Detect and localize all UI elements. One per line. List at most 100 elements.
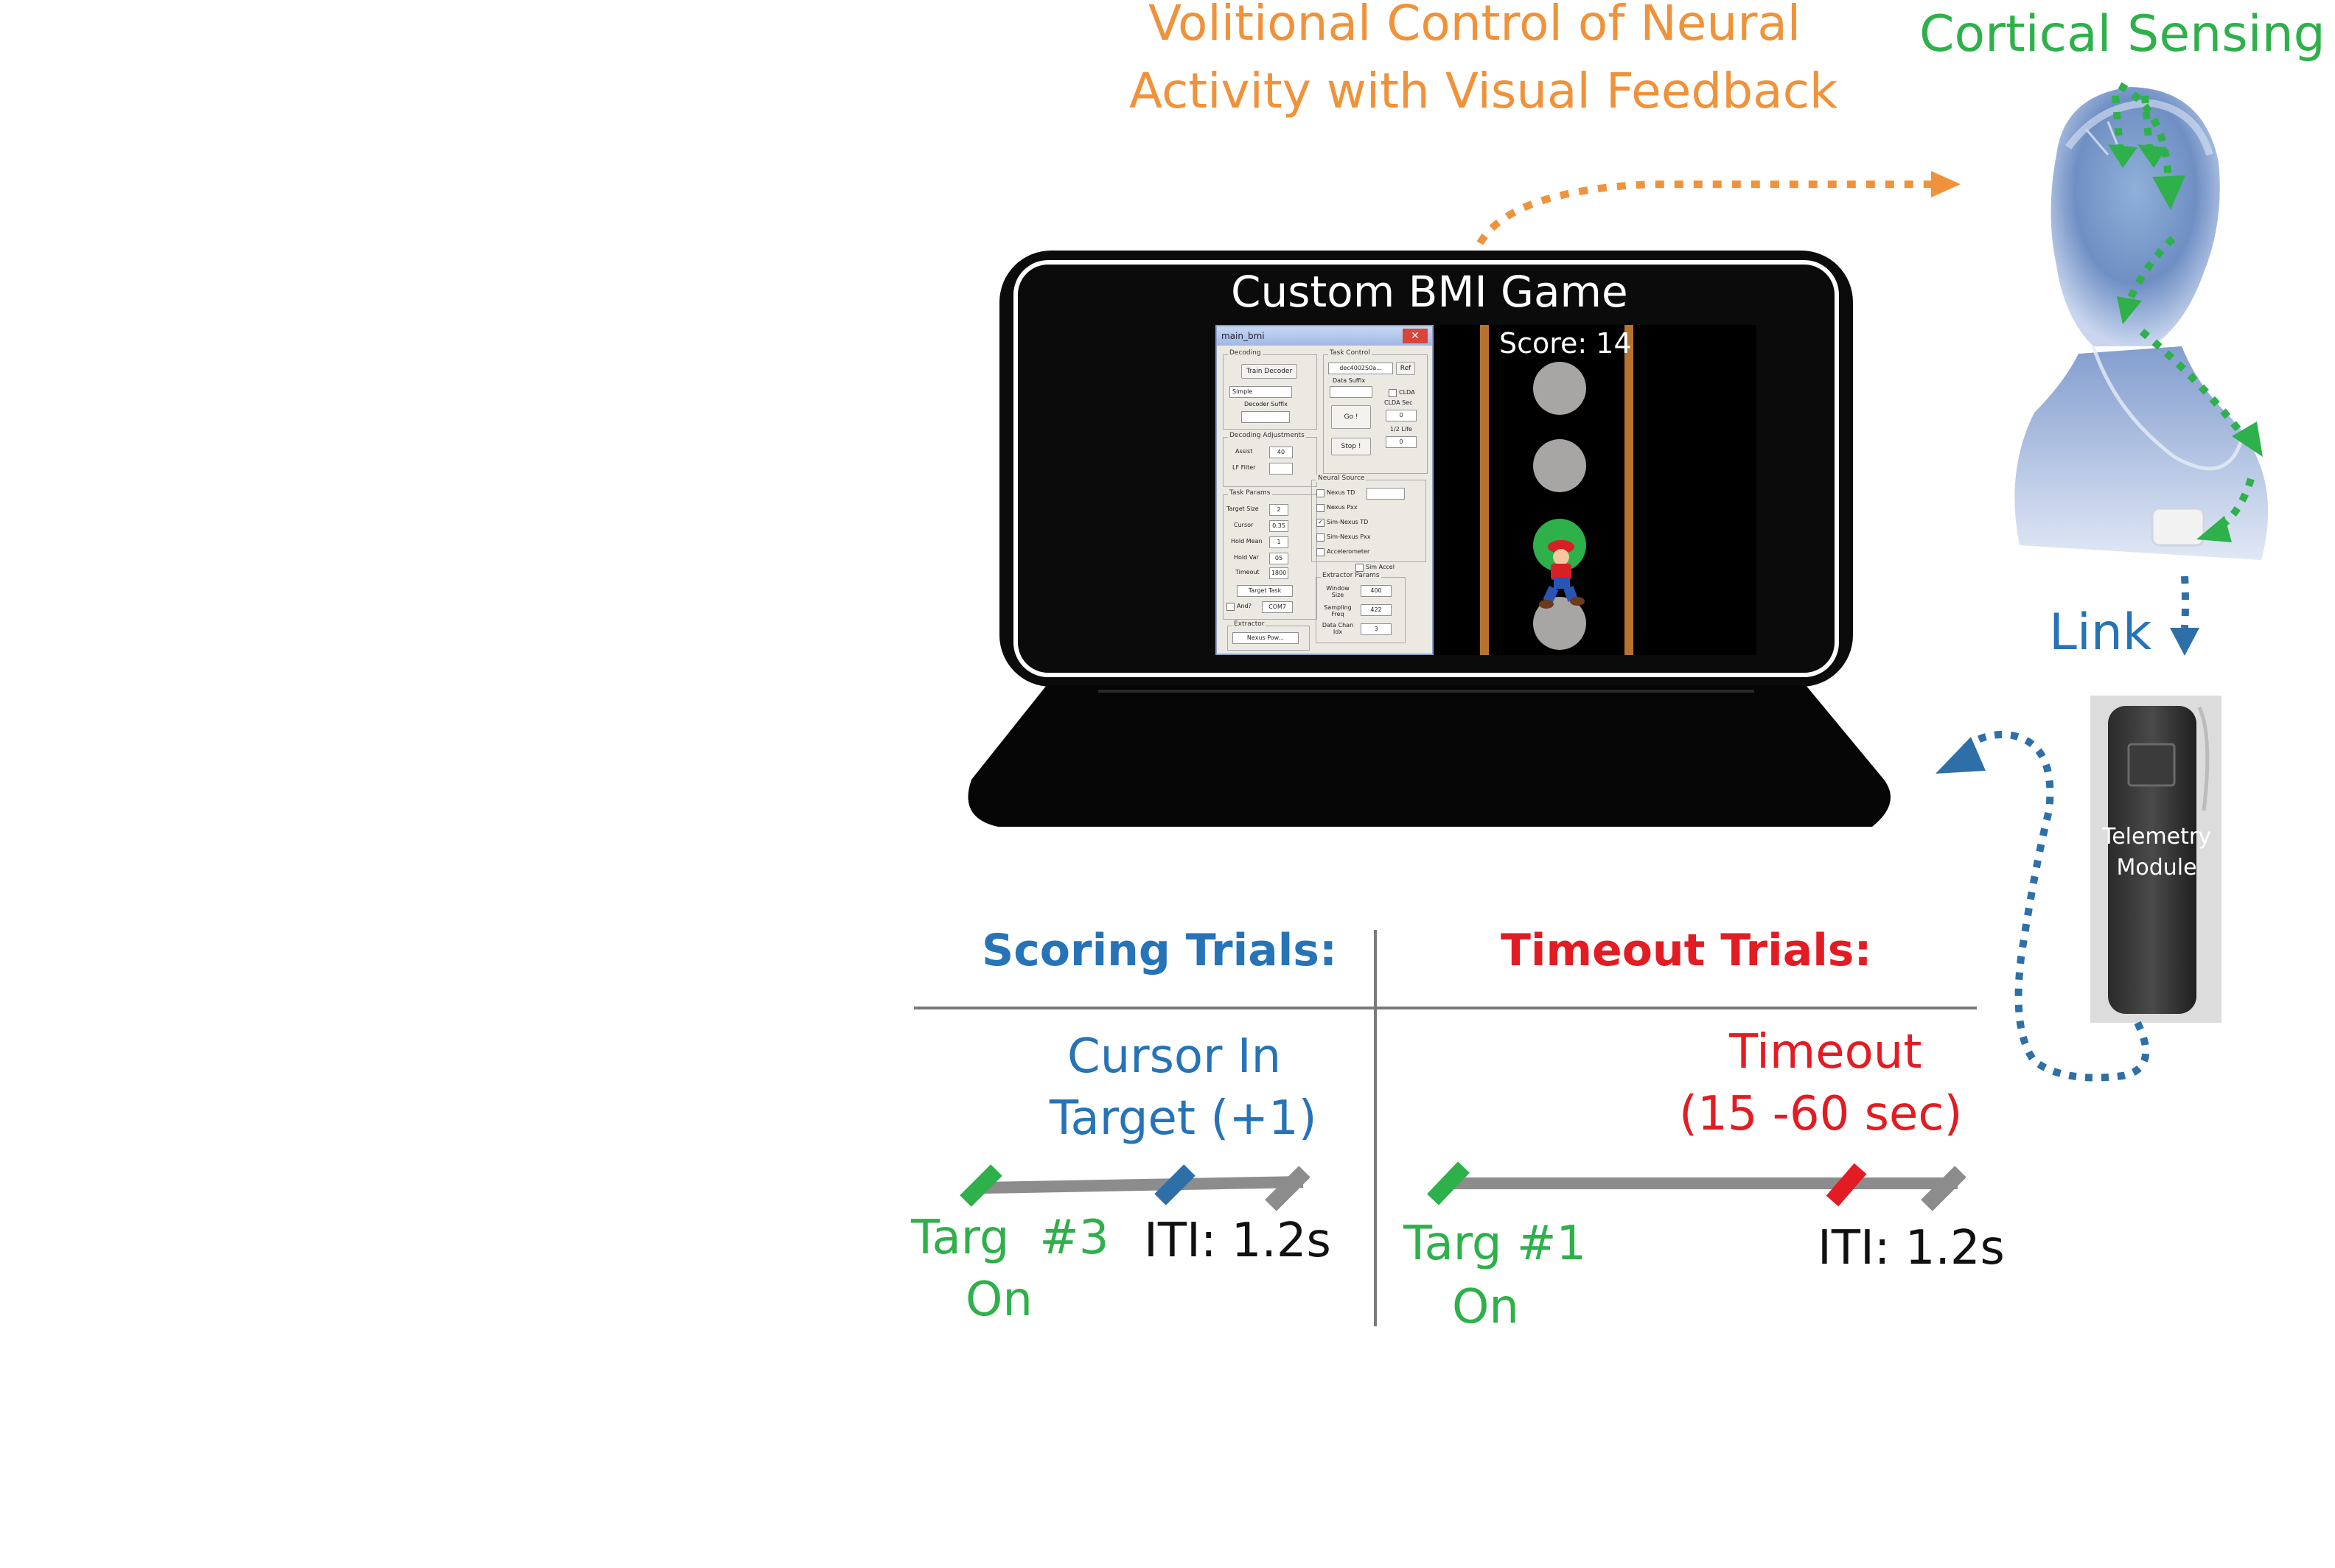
extractor-group: Extractor Nexus Pow...: [1227, 620, 1310, 651]
timeout-trials-title: Timeout Trials:: [1501, 925, 1872, 976]
decoding-title: Decoding: [1228, 349, 1263, 357]
timeout-iti-label: ITI: 1.2s: [1818, 1221, 2005, 1275]
window-size-label: Window Size: [1326, 585, 1350, 598]
data-chan-idx-input[interactable]: 3: [1361, 623, 1392, 635]
stop-button[interactable]: Stop !: [1331, 438, 1371, 455]
decoder-suffix-input[interactable]: [1241, 411, 1290, 423]
target-on-marker: [960, 1164, 1002, 1207]
task-file-select[interactable]: dec4002S0a...: [1328, 363, 1393, 374]
telemetry-label-line2: Module: [2116, 855, 2197, 881]
cursor-in-target-label-line1: Cursor In: [1067, 1029, 1282, 1084]
nexus-td-checkbox[interactable]: [1316, 489, 1324, 497]
game-panel: [1434, 325, 1756, 655]
laptop-screen-border: [1013, 260, 1839, 677]
accelerometer-label: Accelerometer: [1327, 548, 1370, 555]
decoding-adjustments-group: Decoding Adjustments Assist 40 LF Filter: [1223, 432, 1317, 487]
half-life-input[interactable]: 0: [1386, 436, 1417, 448]
iti-end-marker: [1265, 1166, 1310, 1211]
task-params-group: Task Params Target Size 2 Cursor 0.35 Ho…: [1223, 489, 1317, 620]
timeout-input[interactable]: 1800: [1269, 567, 1288, 579]
cortical-sensing-label: Cortical Sensing: [1919, 5, 2325, 63]
scoring-target-on-label-line2: On: [966, 1273, 1033, 1327]
sampling-freq-label: Sampling Freq: [1324, 604, 1352, 617]
lf-filter-input[interactable]: [1269, 463, 1293, 475]
timeout-target-on-label-line1: Targ #1: [1403, 1217, 1587, 1271]
volitional-control-label-line1: Volitional Control of Neural: [1148, 0, 1801, 52]
lf-filter-label: LF Filter: [1232, 464, 1256, 471]
laptop-base: [968, 685, 1891, 827]
mario-cursor-icon: [1539, 540, 1585, 609]
decoding-group: Decoding Train Decoder Simple Decoder Su…: [1223, 349, 1317, 430]
cursor-in-target-marker: [1154, 1164, 1196, 1205]
nexus-td-input[interactable]: [1367, 488, 1405, 500]
telemetry-label-line1: Telemetry: [2101, 824, 2211, 850]
scoring-target-on-label-line1: Targ #3: [911, 1211, 1109, 1265]
sim-nexus-td-checkbox[interactable]: ✓: [1316, 519, 1324, 527]
neural-source-group: Neural Source Nexus TD Nexus Pxx ✓ Sim-N…: [1311, 475, 1426, 562]
timeout-label: Timeout: [1235, 569, 1260, 575]
nexus-pxx-label: Nexus Pxx: [1327, 504, 1358, 511]
cursor-in-target-label-line2: Target (+1): [1050, 1091, 1317, 1146]
iti-end-marker: [1921, 1166, 1966, 1211]
hold-mean-label: Hold Mean: [1231, 538, 1263, 545]
extractor-select[interactable]: Nexus Pow...: [1232, 632, 1299, 644]
clda-checkbox[interactable]: [1389, 389, 1397, 397]
target-size-label: Target Size: [1226, 505, 1259, 512]
window-titlebar: main_bmi ✕: [1217, 326, 1432, 346]
telemetry-module-icon: [2090, 696, 2221, 1023]
cursor-input[interactable]: 0.35: [1269, 520, 1288, 532]
and-checkbox[interactable]: [1226, 603, 1235, 611]
timeout-timeline: [1427, 1161, 1966, 1211]
extractor-title: Extractor: [1232, 620, 1266, 628]
bmi-control-window: main_bmi ✕ Decoding Train Decoder Simple…: [1215, 325, 1434, 655]
task-type-select[interactable]: Target Task: [1237, 585, 1293, 597]
train-decoder-button[interactable]: Train Decoder: [1241, 364, 1297, 379]
hold-var-label: Hold Var: [1234, 554, 1259, 561]
clda-sec-label: CLDA Sec: [1384, 399, 1413, 406]
patient-figure-icon: [2014, 87, 2269, 560]
nexus-td-label: Nexus TD: [1327, 489, 1355, 496]
cursor-label: Cursor: [1234, 522, 1254, 528]
data-suffix-input[interactable]: [1330, 386, 1372, 398]
assist-input[interactable]: 40: [1269, 447, 1293, 458]
task-params-title: Task Params: [1228, 489, 1272, 497]
go-button[interactable]: Go !: [1331, 405, 1371, 429]
ref-button[interactable]: Ref: [1396, 362, 1415, 375]
clda-label: CLDA: [1399, 389, 1415, 396]
com-port-input[interactable]: COM7: [1262, 601, 1293, 613]
game-target-circle: [1533, 439, 1586, 492]
close-icon[interactable]: ✕: [1403, 329, 1428, 343]
window-size-input[interactable]: 400: [1361, 585, 1392, 597]
cortical-sensing-arrows: [2108, 82, 2263, 542]
trials-table: [914, 930, 1977, 1326]
feedback-arrow: [1476, 171, 1961, 245]
assist-label: Assist: [1235, 448, 1253, 455]
sampling-freq-input[interactable]: 422: [1361, 604, 1392, 616]
clda-sec-input[interactable]: 0: [1386, 410, 1417, 421]
scoring-trials-title: Scoring Trials:: [982, 925, 1337, 976]
task-control-title: Task Control: [1328, 349, 1372, 357]
nexus-pxx-checkbox[interactable]: [1316, 504, 1324, 512]
timeout-event-label-line2: (15 -60 sec): [1679, 1087, 1963, 1141]
implant-device-icon: [2151, 507, 2205, 547]
sim-accel-checkbox[interactable]: [1355, 564, 1364, 572]
task-control-group: Task Control dec4002S0a... Ref Data Suff…: [1323, 349, 1428, 474]
link-arrows: [1936, 575, 2199, 1082]
scoring-iti-label: ITI: 1.2s: [1144, 1214, 1331, 1268]
decoder-select[interactable]: Simple: [1229, 386, 1292, 398]
sim-nexus-td-label: Sim-Nexus TD: [1327, 519, 1369, 525]
timeout-target-on-label-line2: On: [1452, 1280, 1519, 1334]
decoding-adjustments-title: Decoding Adjustments: [1228, 432, 1306, 439]
and-label: And?: [1237, 603, 1252, 609]
game-right-wall: [1624, 325, 1633, 655]
laptop-title: Custom BMI Game: [1231, 267, 1628, 317]
data-suffix-label: Data Suffix: [1333, 377, 1366, 384]
target-size-input[interactable]: 2: [1269, 504, 1288, 516]
half-life-label: 1/2 Life: [1390, 426, 1412, 433]
sim-nexus-pxx-checkbox[interactable]: [1316, 533, 1324, 542]
link-label: Link: [2049, 603, 2152, 662]
hold-mean-input[interactable]: 1: [1269, 536, 1288, 548]
timeout-marker: [1826, 1163, 1867, 1207]
accelerometer-checkbox[interactable]: [1316, 548, 1324, 556]
hold-var-input[interactable]: 05: [1269, 553, 1288, 564]
